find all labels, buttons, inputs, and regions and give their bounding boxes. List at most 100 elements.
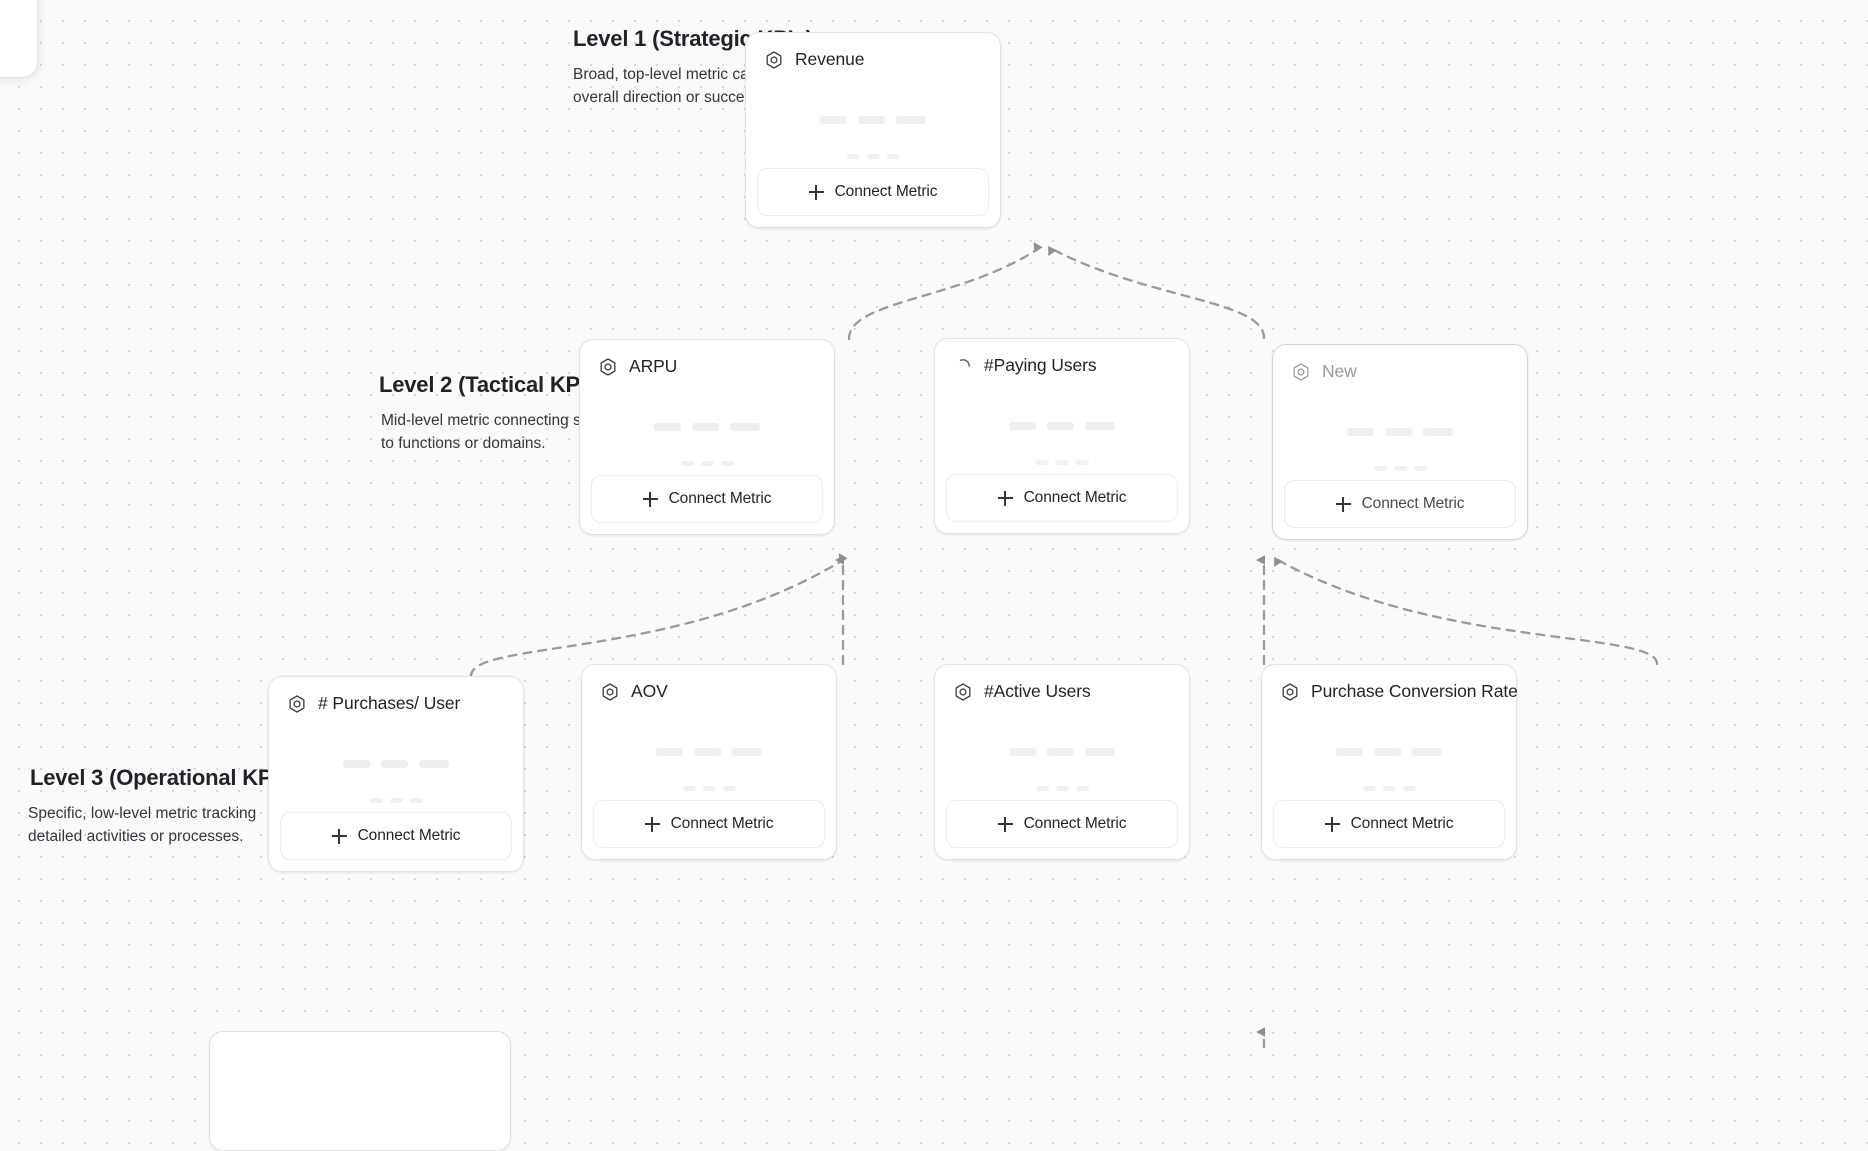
skeleton-bar [730,423,760,431]
connect-metric-label: Connect Metric [668,490,772,507]
metric-card-active-users[interactable]: #Active Users Connect Metric [934,664,1190,860]
metric-card-paying-users[interactable]: #Paying Users Connect Metric [934,338,1190,534]
card-header: New [1273,345,1527,382]
hexagon-target-icon [955,682,971,701]
metric-card-purchase-conversion-rate[interactable]: Purchase Conversion Rate Connect Metric [1261,664,1518,860]
metric-card-purchases-per-user[interactable]: # Purchases/ User Connect Metric [268,676,524,872]
skeleton-bar [1055,786,1069,791]
skeleton-bar [419,760,449,768]
skeleton-bar [1347,428,1374,436]
skeleton-bar [700,461,714,466]
level-3-title: Level 3 (Operational KPIs) [30,765,298,790]
skeleton-bar [1374,748,1401,756]
plus-icon [642,491,658,507]
skeleton-bar [722,786,736,791]
metric-card-new[interactable]: New Connect Metric [1272,344,1528,540]
card-footer: Connect Metric [1273,480,1527,539]
skeleton-bar [1035,786,1049,791]
connect-metric-label: Connect Metric [1361,495,1465,512]
skeleton-bar [1373,466,1387,471]
connect-metric-label: Connect Metric [1023,815,1127,832]
skeleton-row-secondary [935,786,1189,791]
card-footer: Connect Metric [1262,800,1516,859]
card-title: #Active Users [984,681,1091,701]
metric-card-arpu[interactable]: ARPU Connect Metric [579,339,835,535]
offscreen-metric-card-bottom[interactable] [209,1031,511,1151]
plus-icon [331,828,347,844]
skeleton-row-primary [935,748,1189,756]
skeleton-bar [886,154,900,159]
skeleton-bar [1047,422,1074,430]
metric-card-revenue[interactable]: Revenue Connect Metric [745,32,1001,228]
connect-metric-button[interactable]: Connect Metric [946,474,1178,522]
offscreen-panel-left[interactable] [0,0,38,78]
card-placeholder-body [582,702,836,800]
skeleton-bar [1009,422,1036,430]
card-header: AOV [582,665,836,702]
skeleton-bar [1047,748,1074,756]
level-2-description: Mid-level metric connecting strategy to … [381,412,629,452]
card-footer: Connect Metric [746,168,1000,227]
connect-metric-button[interactable]: Connect Metric [280,812,512,860]
card-footer: Connect Metric [269,812,523,871]
connect-metric-button[interactable]: Connect Metric [591,475,823,523]
hexagon-target-icon [766,50,782,69]
skeleton-bar [680,461,694,466]
skeleton-bar [381,760,408,768]
skeleton-row-primary [269,760,523,768]
card-title: AOV [631,681,668,701]
skeleton-bar [1402,786,1416,791]
card-title: Revenue [795,49,865,69]
skeleton-bar [702,786,716,791]
card-title: Purchase Conversion Rate [1311,681,1518,701]
metric-card-aov[interactable]: AOV Connect Metric [581,664,837,860]
hexagon-target-icon [289,694,305,713]
card-footer: Connect Metric [935,800,1189,859]
skeleton-bar [846,154,860,159]
skeleton-row-primary [746,116,1000,124]
card-title: New [1322,361,1357,381]
skeleton-bar [1412,748,1442,756]
level-1-description: Broad, top-level metric capturing overal… [573,66,797,106]
skeleton-bar [656,748,683,756]
skeleton-bar [692,423,719,431]
card-header: #Paying Users [935,339,1189,376]
card-footer: Connect Metric [580,475,834,534]
hexagon-target-icon [1282,682,1298,701]
skeleton-bar [1336,748,1363,756]
card-title: # Purchases/ User [318,693,461,713]
level-label-2: Level 2 (Tactical KPIs) Mid-level metric… [379,372,631,455]
connect-metric-button[interactable]: Connect Metric [593,800,825,848]
card-placeholder-body [1273,382,1527,480]
plus-icon [997,490,1013,506]
connect-metric-button[interactable]: Connect Metric [946,800,1178,848]
skeleton-bar [343,760,370,768]
hexagon-target-icon [600,357,616,376]
connect-metric-label: Connect Metric [670,815,774,832]
level-3-description: Specific, low-level metric tracking deta… [28,805,257,845]
connect-metric-label: Connect Metric [357,827,461,844]
skeleton-row-secondary [1273,466,1527,471]
card-header: #Active Users [935,665,1189,702]
card-header: # Purchases/ User [269,677,523,714]
skeleton-bar [654,423,681,431]
skeleton-bar [1075,786,1089,791]
skeleton-row-secondary [582,786,836,791]
skeleton-bar [1393,466,1407,471]
connect-metric-button[interactable]: Connect Metric [757,168,989,216]
plus-icon [644,816,660,832]
level-2-title: Level 2 (Tactical KPIs) [379,372,606,397]
skeleton-bar [1085,748,1115,756]
skeleton-bar [682,786,696,791]
skeleton-bar [409,798,423,803]
skeleton-bar [1055,460,1069,465]
card-title: #Paying Users [984,355,1097,375]
skeleton-row-primary [935,422,1189,430]
card-footer: Connect Metric [935,474,1189,533]
level-label-3: Level 3 (Operational KPIs) Specific, low… [28,765,298,848]
connect-metric-button[interactable]: Connect Metric [1284,480,1516,528]
plus-icon [1324,816,1340,832]
connect-metric-button[interactable]: Connect Metric [1273,800,1505,848]
card-title: ARPU [629,356,678,376]
